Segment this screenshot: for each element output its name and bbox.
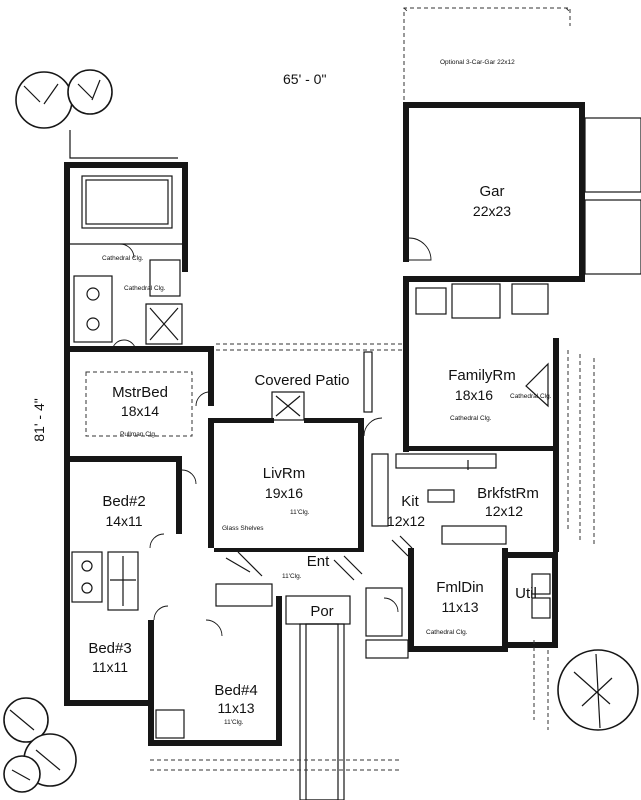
living-room-label: LivRm	[263, 465, 306, 482]
porch-label: Por	[310, 603, 333, 620]
bedroom-2	[64, 456, 197, 596]
fmldin-ceiling-note: Cathedral Clg.	[426, 629, 468, 636]
overall-depth-dimension: 81' - 4"	[31, 398, 47, 441]
formal-dining-size: 11x13	[441, 599, 478, 615]
bed4-ceiling-note: 11'Clg.	[224, 719, 244, 726]
kitchen-breakfast	[371, 453, 507, 545]
master-bedroom-size: 18x14	[121, 403, 159, 419]
kitchen-size: 12x12	[387, 513, 425, 529]
entry-label: Ent	[307, 553, 330, 570]
garage	[403, 102, 641, 282]
family-room	[403, 276, 559, 552]
bedroom-4	[148, 596, 282, 746]
covered-patio-label: Covered Patio	[254, 372, 349, 389]
kitchen-label: Kit	[401, 493, 419, 510]
overall-width-dimension: 65' - 0"	[283, 71, 326, 87]
pullman-note: Pullman Clg.	[120, 431, 157, 438]
bedroom-2-size: 14x11	[105, 513, 142, 529]
cathedral-note-1: Cathedral Clg.	[102, 255, 144, 262]
bedroom-3-label: Bed#3	[88, 640, 131, 657]
optional-garage-outline	[403, 7, 571, 100]
breakfast-room-size: 12x12	[485, 503, 523, 519]
bedroom-3	[64, 596, 169, 706]
optional-garage-note: Optional 3-Car-Gar 22x12	[440, 59, 515, 66]
living-room	[208, 417, 383, 548]
master-bedroom-label: MstrBed	[112, 384, 168, 401]
garage-size: 22x23	[473, 203, 511, 219]
family-cathedral-note-2: Cathedral Clg.	[510, 393, 552, 400]
garage-label: Gar	[479, 183, 504, 200]
utility	[508, 552, 558, 648]
porch	[285, 595, 351, 800]
breakfast-room-label: BrkfstRm	[477, 485, 539, 502]
entry-hall	[214, 535, 413, 581]
covered-patio	[216, 343, 404, 421]
living-room-size: 19x16	[265, 485, 303, 501]
master-bedroom	[64, 346, 214, 462]
cathedral-note-2: Cathedral Clg.	[124, 285, 166, 292]
bedroom-4-label: Bed#4	[214, 682, 257, 699]
bedroom-3-size: 11x11	[92, 659, 128, 675]
glass-shelves-note: Glass Shelves	[222, 525, 264, 532]
bedroom-2-label: Bed#2	[102, 493, 145, 510]
bedroom-4-size: 11x13	[217, 700, 254, 716]
family-room-size: 18x16	[455, 387, 493, 403]
hall-bath	[71, 551, 273, 611]
family-room-label: FamilyRm	[448, 367, 516, 384]
utility-label: Util	[515, 585, 537, 602]
livrm-ceiling-note: 11'Clg.	[290, 509, 310, 516]
landscape-trees	[3, 69, 639, 793]
formal-dining	[365, 548, 508, 659]
hall-ceiling-note: 11'Clg.	[282, 573, 302, 580]
family-cathedral-note: Cathedral Clg.	[450, 415, 492, 422]
formal-dining-label: FmlDin	[436, 579, 484, 596]
